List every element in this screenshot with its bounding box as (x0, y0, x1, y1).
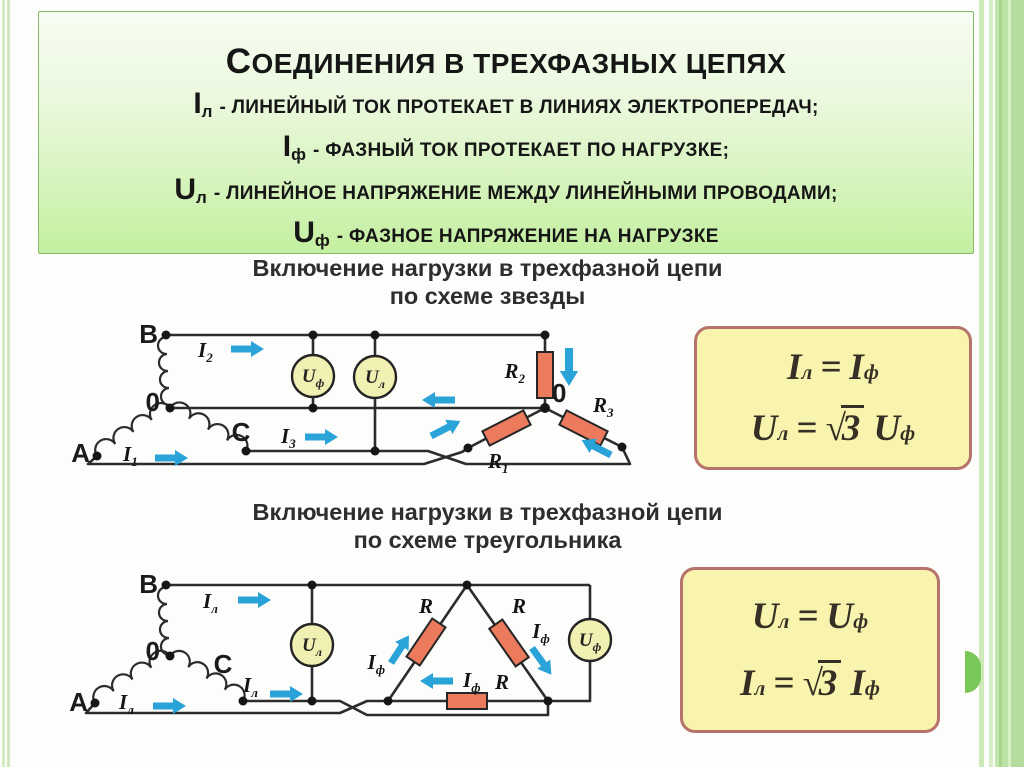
resistor-left-label: R (418, 594, 433, 618)
resistor-r3-label: R3 (592, 393, 614, 420)
current-i2-label: I2 (197, 338, 213, 365)
current-il-label-top: Iл (202, 589, 218, 616)
delta-title-line2: по схеме треугольника (353, 527, 622, 553)
current-arrow-il-top (238, 592, 271, 608)
formula-line: Uл=Uф (751, 595, 869, 637)
phase-voltmeter (567, 617, 613, 663)
star-title-line2: по схеме звезды (389, 283, 586, 309)
symbol-subscript: л (201, 102, 213, 121)
definition-line: Iф - ФАЗНЫЙ ТОК ПРОТЕКАЕТ ПО НАГРУЗКЕ; (39, 125, 973, 168)
resistor-r1 (481, 409, 532, 447)
definition-line: Uл - ЛИНЕЙНОЕ НАПРЯЖЕНИЕ МЕЖДУ ЛИНЕЙНЫМИ … (39, 168, 973, 211)
winding-c (169, 649, 246, 702)
definition-text: - ЛИНЕЙНОЕ НАПРЯЖЕНИЕ МЕЖДУ ЛИНЕЙНЫМИ ПР… (213, 183, 838, 204)
right-border-band (995, 0, 1024, 767)
star-formulas-panel: Iл=Iф Uл=√3 Uф (694, 326, 972, 470)
resistor-bottom (446, 692, 488, 710)
winding-b (156, 585, 171, 657)
delta-title-line1: Включение нагрузки в трехфазной цепи (252, 499, 723, 525)
current-arrow-i2 (231, 341, 264, 357)
current-if-label-bottom: Iф (462, 668, 481, 695)
current-arrow-neutral (422, 392, 455, 408)
line-a (84, 699, 388, 715)
line-voltmeter-label: Uл (302, 635, 322, 659)
delta-formulas-panel: Uл=Uф Iл=√3 Iф (680, 567, 940, 733)
star-load-resistors (481, 351, 609, 447)
terminal-c-label: C (232, 417, 251, 447)
current-i1-label: I1 (122, 442, 138, 469)
star-title-line1: Включение нагрузки в трехфазной цепи (252, 255, 723, 281)
slide-title: СОЕДИНЕНИЯ В ТРЕХФАЗНЫХ ЦЕПЯХ (225, 42, 787, 81)
delta-load-resistors (405, 617, 531, 710)
current-arrow-i3 (305, 429, 338, 445)
formula-line: Uл=√3 Uф (751, 404, 915, 450)
current-if-label-left: Iф (367, 650, 386, 677)
terminal-a-label: A (69, 687, 88, 717)
right-border-stripe (989, 0, 993, 767)
neutral-label: 0 (146, 387, 160, 417)
left-border-stripe (2, 0, 5, 767)
line-a (86, 446, 469, 466)
star-nodes (92, 330, 627, 461)
neutral-label: 0 (146, 636, 160, 666)
line-voltmeter-label: Uл (365, 367, 385, 391)
current-arrow-if-bottom (420, 673, 453, 689)
resistor-r2 (536, 351, 554, 399)
resistor-r1-label: R1 (487, 449, 509, 476)
delta-nodes (90, 580, 553, 708)
definition-line: Iл - ЛИНЕЙНЫЙ ТОК ПРОТЕКАЕТ В ЛИНИЯХ ЭЛЕК… (39, 82, 973, 125)
header-panel: СОЕДИНЕНИЯ В ТРЕХФАЗНЫХ ЦЕПЯХ Iл - ЛИНЕЙН… (38, 11, 974, 254)
star-diagram-title: Включение нагрузки в трехфазной цепи по … (165, 254, 810, 310)
symbol-subscript: л (196, 188, 207, 207)
terminal-b-label: B (139, 569, 158, 599)
resistor-r2-label: R2 (503, 359, 525, 386)
star-circuit-diagram: Uф Uл B 0 A C 0 I2 I3 I1 R2 R1 R3 (71, 319, 632, 476)
winding-a (92, 649, 171, 704)
definition-text: - ФАЗНОЕ НАПРЯЖЕНИЕ НА НАГРУЗКЕ (336, 226, 719, 247)
symbol: U (174, 173, 197, 206)
current-if-label-right: Iф (531, 619, 550, 646)
formula-line: Iл=√3 Iф (740, 660, 880, 705)
definition-text: - ЛИНЕЙНЫЙ ТОК ПРОТЕКАЕТ В ЛИНИЯХ ЭЛЕКТР… (219, 97, 819, 118)
current-i3-label: I3 (280, 424, 296, 451)
terminal-b-label: B (139, 319, 158, 349)
current-arrow-r1 (427, 413, 465, 444)
symbol: I (282, 130, 292, 163)
line-voltmeter (289, 622, 335, 668)
resistor-left (405, 617, 447, 667)
current-arrow-il-bottom (153, 698, 186, 714)
line-c (246, 446, 632, 466)
leaf-decoration (965, 651, 981, 693)
terminal-a-label: A (71, 438, 90, 468)
current-il-label-mid: Iл (242, 673, 258, 700)
resistor-right (487, 618, 531, 668)
current-arrow-il-mid (270, 686, 303, 702)
symbol: U (293, 216, 315, 249)
delta-circuit-diagram: Uл Uф B 0 A C Iл Iл Iл Iф Iф Iф R R R (69, 569, 613, 717)
symbol-subscript: ф (291, 145, 306, 164)
current-il-label-bottom: Iл (118, 690, 134, 717)
star-voltmeters (290, 353, 398, 400)
resistor-bottom-label: R (494, 670, 509, 694)
terminal-c-label: C (214, 649, 233, 679)
phase-voltmeter (290, 353, 336, 399)
delta-diagram-title: Включение нагрузки в трехфазной цепи по … (165, 498, 810, 554)
symbol-subscript: ф (314, 231, 330, 250)
resistor-right-label: R (511, 594, 526, 618)
line-voltmeter (352, 354, 398, 400)
phase-voltmeter-label: Uф (579, 630, 602, 654)
delta-voltmeters (289, 617, 613, 668)
right-border-stripe (979, 0, 984, 767)
winding-a (94, 401, 171, 457)
symbol: I (193, 87, 202, 120)
left-border-stripe (7, 0, 10, 767)
definition-text: - ФАЗНЫЙ ТОК ПРОТЕКАЕТ ПО НАГРУЗКЕ; (313, 140, 730, 161)
load-neutral-label: 0 (552, 378, 566, 408)
formula-line: Iл=Iф (787, 347, 879, 389)
winding-b (156, 335, 171, 407)
definition-line: Uф - ФАЗНОЕ НАПРЯЖЕНИЕ НА НАГРУЗКЕ (39, 211, 973, 254)
resistor-r3 (558, 409, 609, 447)
phase-voltmeter-label: Uф (302, 366, 325, 390)
phase-voltmeter-leads (548, 585, 592, 703)
